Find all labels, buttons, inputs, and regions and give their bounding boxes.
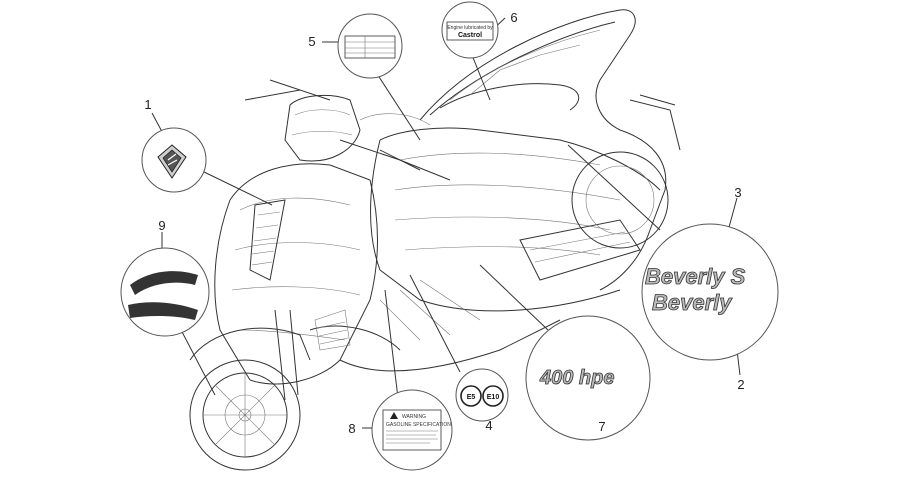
- callout-4: 4: [485, 418, 492, 433]
- callout-2: 2: [737, 377, 744, 392]
- callout-5: 5: [308, 34, 315, 49]
- stripe-decal-detail: [120, 247, 210, 337]
- warning-label-detail: WARNING GASOLINE SPECIFICATION: [371, 389, 453, 471]
- logo-beverly-s: Beverly S: [645, 264, 746, 289]
- oil-brand-text: Castrol: [458, 32, 482, 39]
- fuel-label-detail: E5 E10: [455, 368, 509, 422]
- callout-3: 3: [734, 185, 741, 200]
- callout-6: 6: [510, 10, 517, 25]
- badge-detail: [141, 127, 207, 193]
- callout-8: 8: [348, 421, 355, 436]
- callout-numbers: 1 2 3 4 5 6 7 8 9: [144, 10, 744, 436]
- beverly-logo-detail: Beverly S Beverly: [641, 223, 779, 361]
- oil-label-detail: Engine lubricated by Castrol: [441, 1, 499, 59]
- info-label-detail: [337, 13, 403, 79]
- leader-lines: [151, 17, 741, 429]
- warning-subtitle: GASOLINE SPECIFICATION: [386, 422, 451, 428]
- power-logo-detail: 400 hpe: [525, 315, 651, 441]
- callout-1: 1: [144, 97, 151, 112]
- callout-9: 9: [158, 218, 165, 233]
- oil-caption: Engine lubricated by: [447, 25, 493, 31]
- warning-icon: [390, 412, 398, 419]
- warning-title: WARNING: [402, 414, 426, 420]
- callout-7: 7: [598, 419, 605, 434]
- e5-text: E5: [467, 394, 476, 401]
- scooter-drawing: [189, 9, 681, 471]
- logo-beverly: Beverly: [652, 290, 733, 315]
- logo-power: 400 hpe: [539, 367, 614, 389]
- e10-text: E10: [487, 394, 500, 401]
